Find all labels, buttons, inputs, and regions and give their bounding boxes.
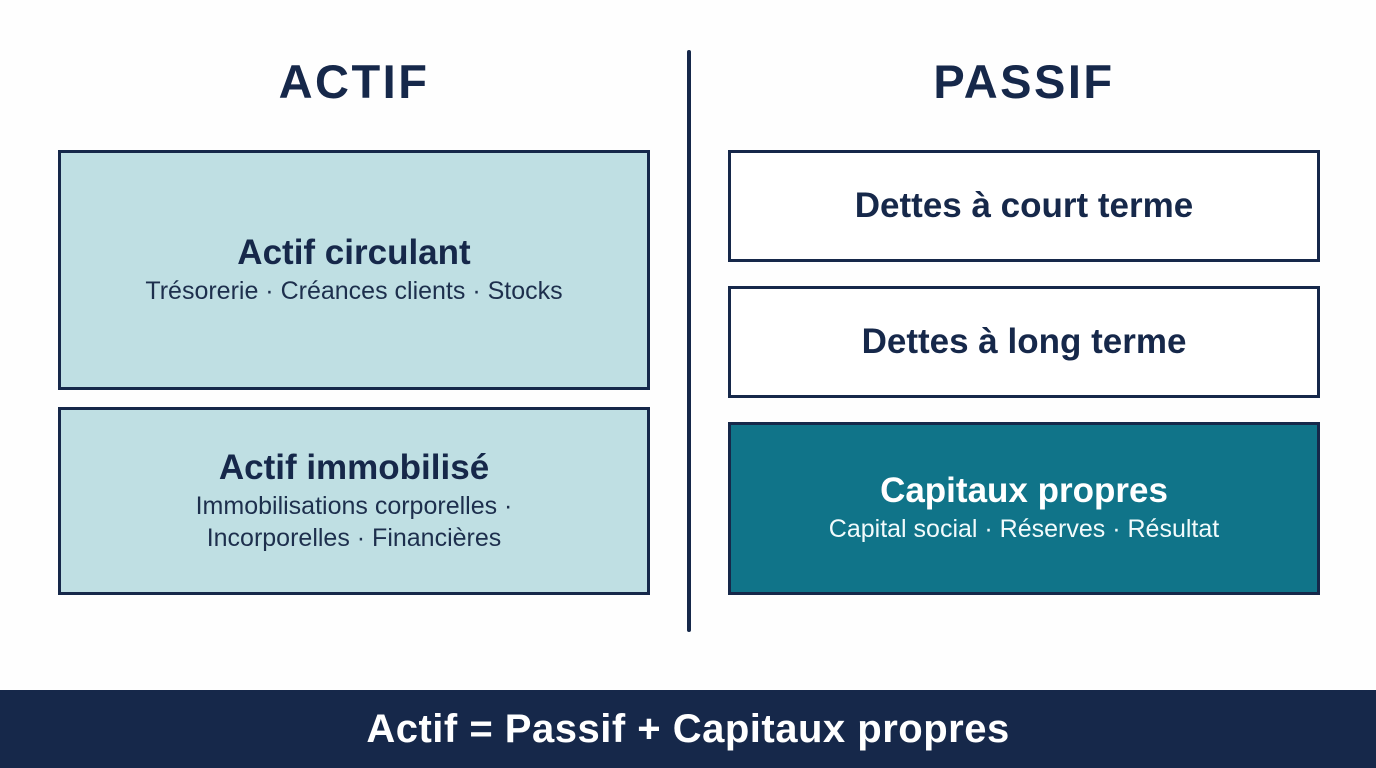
box-dettes-court-terme: Dettes à court terme — [728, 150, 1320, 262]
box-dettes-court-terme-title: Dettes à court terme — [854, 186, 1194, 226]
box-actif-immobilise-subtitle-line1: Immobilisations corporelles · — [195, 492, 513, 521]
column-divider — [687, 50, 691, 632]
box-actif-immobilise-subtitle: Immobilisations corporelles · Incorporel… — [196, 491, 513, 554]
box-capitaux-propres-title: Capitaux propres — [880, 471, 1168, 511]
box-actif-immobilise: Actif immobilisé Immobilisations corpore… — [58, 407, 650, 595]
box-actif-circulant: Actif circulant Trésorerie · Créances cl… — [58, 150, 650, 390]
equation-banner-text: Actif = Passif + Capitaux propres — [366, 707, 1010, 751]
equation-banner: Actif = Passif + Capitaux propres — [0, 690, 1376, 768]
box-capitaux-propres: Capitaux propres Capital social · Réserv… — [728, 422, 1320, 595]
box-actif-circulant-subtitle: Trésorerie · Créances clients · Stocks — [145, 276, 563, 305]
box-capitaux-propres-subtitle: Capital social · Réserves · Résultat — [828, 515, 1220, 544]
box-actif-immobilise-subtitle-line2: Incorporelles · Financières — [206, 523, 502, 552]
column-title-passif: PASSIF — [933, 55, 1115, 108]
box-actif-immobilise-title: Actif immobilisé — [218, 448, 490, 488]
column-title-actif: ACTIF — [278, 55, 430, 108]
box-actif-circulant-title: Actif circulant — [237, 232, 471, 272]
box-dettes-long-terme: Dettes à long terme — [728, 286, 1320, 398]
box-dettes-long-terme-title: Dettes à long terme — [861, 322, 1187, 362]
